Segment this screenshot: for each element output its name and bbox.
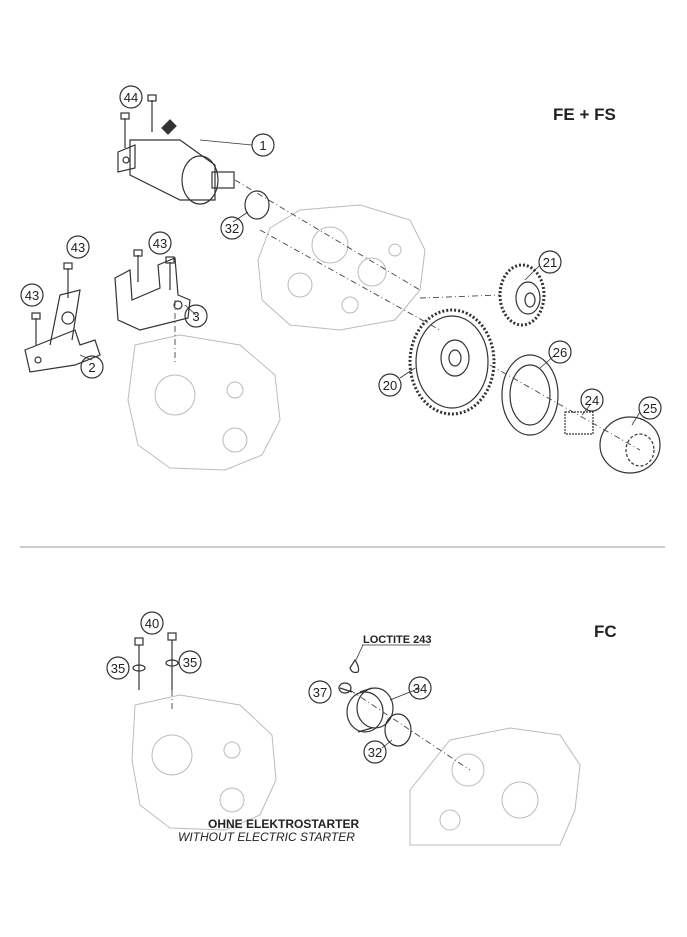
callout-32-bottom: 32 <box>363 740 387 764</box>
callout-24: 24 <box>580 388 604 412</box>
callout-32-top: 32 <box>220 216 244 240</box>
engine-case-ghost-top <box>257 204 426 331</box>
caption-german: OHNE ELEKTROSTARTER <box>208 817 359 831</box>
caption-english: WITHOUT ELECTRIC STARTER <box>178 830 355 844</box>
screws-40 <box>134 632 177 690</box>
section-title-fe-fs: FE + FS <box>553 105 616 124</box>
svg-text:43: 43 <box>25 288 39 303</box>
screws-43 <box>31 249 175 345</box>
callout-40: 40 <box>140 611 164 635</box>
top-section: FE + FS <box>20 85 662 474</box>
callout-21: 21 <box>538 250 562 274</box>
svg-text:1: 1 <box>259 138 266 153</box>
svg-text:43: 43 <box>153 236 167 251</box>
washer-35-b <box>165 659 179 667</box>
section-title-fc: FC <box>594 622 617 641</box>
callout-34: 34 <box>408 676 432 700</box>
callout-37: 37 <box>308 680 332 704</box>
svg-text:35: 35 <box>183 655 197 670</box>
engine-case-ghost-bottom-left <box>131 694 277 831</box>
svg-text:35: 35 <box>111 661 125 676</box>
starter-gear-20 <box>408 308 496 416</box>
svg-text:37: 37 <box>313 685 327 700</box>
callout-35-b: 35 <box>178 650 202 674</box>
screw-44-pair <box>120 94 157 148</box>
svg-text:21: 21 <box>543 255 557 270</box>
assembly-line-b <box>259 229 441 331</box>
svg-text:24: 24 <box>585 393 599 408</box>
svg-text:34: 34 <box>413 681 427 696</box>
callout-20: 20 <box>378 373 402 397</box>
freewheel-26 <box>501 354 559 436</box>
bracket-2 <box>24 289 101 373</box>
svg-text:20: 20 <box>383 378 397 393</box>
svg-text:43: 43 <box>71 240 85 255</box>
assembly-line-c <box>419 294 501 299</box>
washer-35-a <box>132 664 146 672</box>
assembly-line-a <box>234 179 421 291</box>
starter-motor <box>117 119 235 205</box>
svg-text:2: 2 <box>88 360 95 375</box>
callout-1: 1 <box>251 133 275 157</box>
assembly-line-f <box>349 689 471 771</box>
freewheel-gear-25 <box>599 416 661 474</box>
svg-text:40: 40 <box>145 616 159 631</box>
screw-37 <box>338 682 353 694</box>
engine-case-ghost-left <box>127 334 281 471</box>
callout-3: 3 <box>184 304 208 328</box>
bracket-3 <box>114 257 191 331</box>
callout-35-a: 35 <box>106 656 130 680</box>
o-ring-32-top <box>244 190 270 220</box>
svg-text:32: 32 <box>368 745 382 760</box>
callout-2: 2 <box>80 355 104 379</box>
needle-bearing-24 <box>564 411 594 435</box>
engine-case-ghost-bottom-right <box>409 727 581 846</box>
assembly-line-d <box>489 364 641 451</box>
svg-text:3: 3 <box>192 309 199 324</box>
callout-43-a: 43 <box>66 235 90 259</box>
intermediate-gear-21 <box>498 263 546 327</box>
callout-25: 25 <box>638 396 662 420</box>
callout-26: 26 <box>548 340 572 364</box>
callout-44: 44 <box>119 85 143 109</box>
o-ring-32-bottom <box>384 713 412 747</box>
callout-43-c: 43 <box>20 283 44 307</box>
svg-text:44: 44 <box>124 90 138 105</box>
loctite-drop <box>349 658 360 674</box>
svg-text:32: 32 <box>225 221 239 236</box>
loctite-note: LOCTITE 243 <box>363 634 431 646</box>
svg-text:26: 26 <box>553 345 567 360</box>
callout-43-b: 43 <box>148 231 172 255</box>
svg-text:25: 25 <box>643 401 657 416</box>
bottom-section: FC LOCTITE 243 <box>106 611 617 846</box>
